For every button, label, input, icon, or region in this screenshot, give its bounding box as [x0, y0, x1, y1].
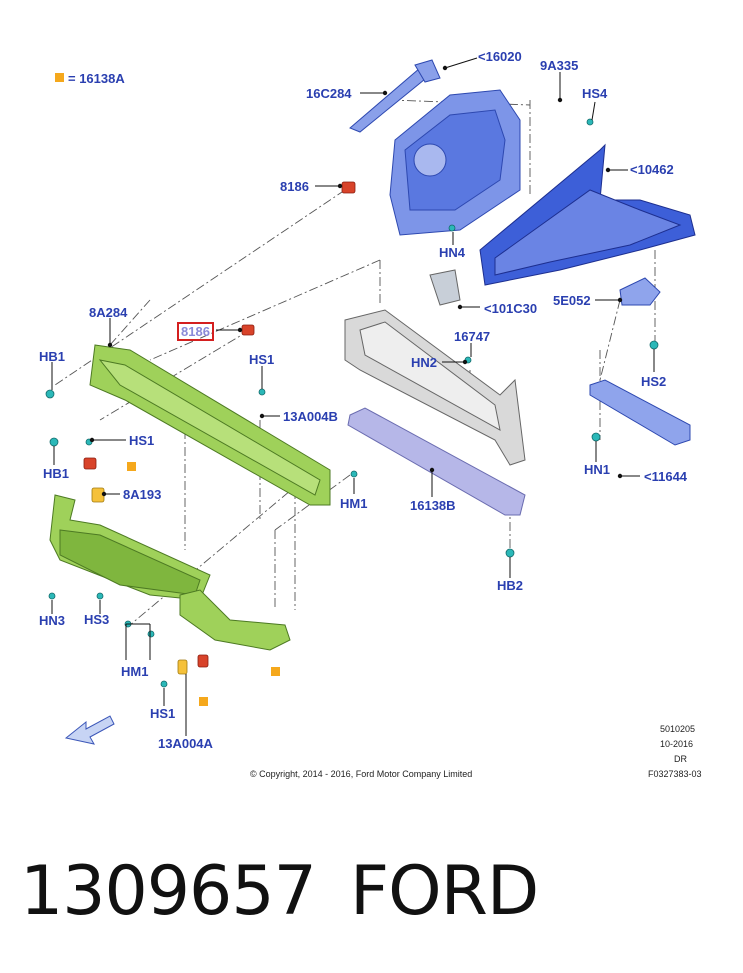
label-10462: <10462: [630, 162, 674, 177]
label-HN1: HN1: [584, 462, 611, 477]
label-HB2: HB2: [497, 578, 524, 593]
label-8186-top: 8186: [280, 179, 309, 194]
label-8186-highlighted: 8186: [177, 322, 214, 341]
yellow-parts: [91, 487, 188, 675]
label-HB1-left: HB1: [43, 466, 70, 481]
grey-bumper-beam: [344, 269, 526, 466]
brand-name: FORD: [350, 852, 539, 931]
label-5E052: 5E052: [553, 293, 591, 308]
blue-rail-right: [479, 143, 696, 286]
exploded-parts-diagram: [45, 57, 696, 745]
label-HN3: HN3: [39, 613, 66, 628]
label-16C284: 16C284: [306, 86, 352, 101]
label-9A335: 9A335: [540, 58, 579, 73]
blue-apron-left: [349, 59, 521, 236]
purple-absorber: [347, 407, 526, 516]
label-16138B: 16138B: [410, 498, 456, 513]
label-8A284: 8A284: [89, 305, 128, 320]
legend-swatch: [55, 73, 64, 82]
label-HM1-right: HM1: [340, 496, 368, 511]
part-number: 1309657: [20, 852, 317, 931]
doc-code-1: 5010205: [660, 724, 696, 734]
label-13A004A: 13A004A: [158, 736, 213, 751]
label-16020: <16020: [478, 49, 522, 64]
doc-code-3: DR: [674, 754, 687, 764]
label-16747: 16747: [454, 329, 491, 344]
label-11644: <11644: [644, 469, 688, 484]
label-HS1-left: HS1: [129, 433, 155, 448]
green-support-assembly: [49, 344, 331, 651]
label-8A193: 8A193: [123, 487, 162, 502]
front-direction-arrow: [64, 715, 115, 745]
blue-strut-right: [589, 277, 691, 446]
callout-dots: [89, 65, 623, 497]
doc-code-4: F0327383-03: [648, 769, 702, 779]
copyright-text: © Copyright, 2014 - 2016, Ford Motor Com…: [250, 769, 473, 779]
label-101C30: <101C30: [484, 301, 538, 316]
label-HS2: HS2: [641, 374, 667, 389]
label-HB1-top: HB1: [39, 349, 66, 364]
label-HS1-bottom: HS1: [150, 706, 176, 721]
legend-text: = 16138A: [68, 71, 125, 86]
label-HN4: HN4: [439, 245, 466, 260]
legend-squares-on-diagram: [127, 462, 280, 706]
label-HN2: HN2: [411, 355, 438, 370]
label-HS3: HS3: [84, 612, 110, 627]
label-HM1-bottom: HM1: [121, 664, 149, 679]
doc-code-2: 10-2016: [660, 739, 694, 749]
label-HS1-mid: HS1: [249, 352, 275, 367]
label-HS4: HS4: [582, 86, 608, 101]
callout-lines: [51, 57, 655, 736]
label-13A004B: 13A004B: [283, 409, 338, 424]
